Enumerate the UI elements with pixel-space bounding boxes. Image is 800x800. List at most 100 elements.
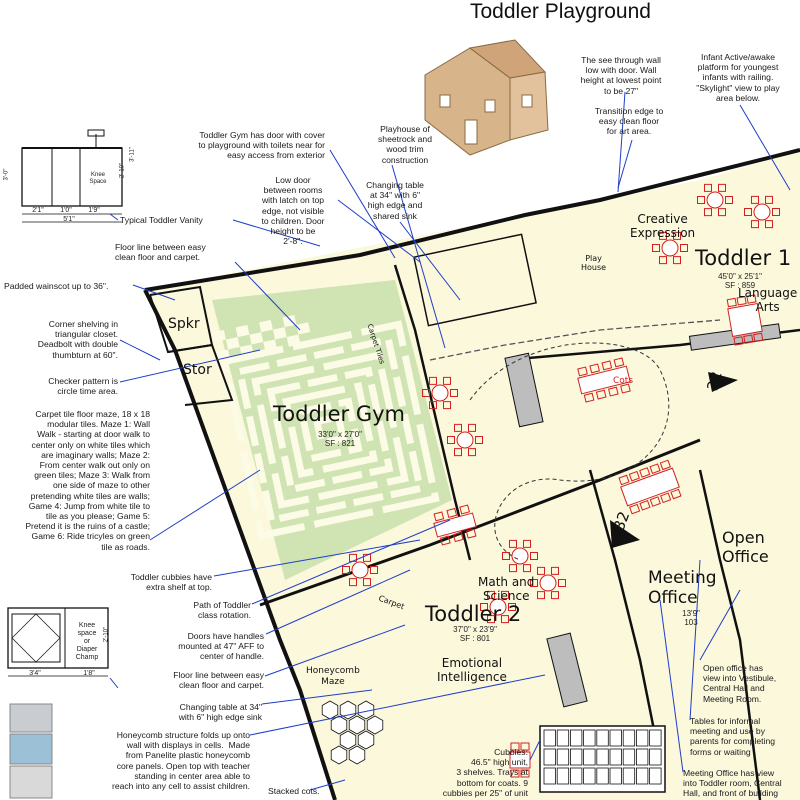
chair [468,423,476,432]
chair [429,401,437,410]
room-toddler-2: Toddler 2 [425,602,522,626]
note-tables: Tables for informal meeting and use by p… [690,716,776,757]
checker-tile [259,319,273,333]
cubby-unit [539,725,666,793]
maze-ring [220,320,440,540]
page-title: Toddler Playground [470,0,651,23]
chair [733,336,744,346]
honeycomb-cell [339,730,357,750]
playhouse-sketch [424,39,549,156]
chair [589,363,601,374]
chair [744,208,752,216]
chair [751,220,759,229]
chair [551,566,559,575]
chair [613,357,625,368]
note-gym-door: Toddler Gym has door with cover to playg… [198,130,325,161]
honeycomb-cell [357,700,375,720]
chair [639,500,651,511]
note-see-through-wall: The see through wall low with door. Wall… [580,55,662,96]
vanity-total: 5'1" [63,216,75,223]
checker-tile [296,322,311,335]
changing-x4 [11,637,37,663]
note-changing-2: Changing table at 34" with 6" high edge … [178,702,262,723]
chair [673,231,681,240]
table-set [433,504,477,546]
chair [510,769,520,778]
note-cubbies: Cubbies: 46.5" high unit, 3 shelves. Tra… [442,747,528,798]
meeting-dims: 13'9" [682,609,700,618]
leader-line [109,213,119,221]
chair [452,532,464,543]
round-table [539,574,557,592]
chair [751,195,759,204]
chair [459,504,471,515]
vanity-dim-3: 1'9" [88,207,100,214]
chair [639,467,651,478]
toilet-block [413,233,537,327]
vanity-sink-top [87,129,105,137]
label-math-science: Math and Science [478,575,535,603]
chair [629,503,641,515]
leader-line [337,199,421,263]
note-typical-vanity: Typical Toddler Vanity [120,215,203,225]
chair [443,376,451,385]
chair [660,492,672,504]
cubby-cell [649,748,662,766]
chair [509,564,517,573]
chair [439,535,451,546]
honeycomb-cell [348,715,366,735]
t2-sf: SF : 801 [459,634,491,643]
table [620,467,680,507]
changing-dim-1: 3'4" [29,670,41,677]
cubby-cell [596,767,609,785]
leader-line [309,779,346,791]
cubby-cell [622,748,636,766]
chair [673,256,681,265]
chair [697,196,705,204]
leader-line [232,219,321,247]
chair [753,332,764,343]
callout-leader-lines [109,91,791,791]
chair [487,615,495,624]
chair [746,294,757,304]
chair [537,566,545,575]
table [727,303,763,337]
note-cubbies-shelf: Toddler cubbies have extra shelf at top. [130,572,212,593]
corridor-wall [429,319,721,361]
label-creative-expression: Creative Expression [630,212,696,240]
chair [680,244,688,252]
interior-wall-gym-south [259,438,701,607]
maze-ring [251,351,409,509]
chair [530,552,538,560]
chair [659,459,671,471]
leader-line [109,677,119,689]
table-set [726,294,764,346]
cubby-cell [570,748,583,766]
honeycomb-cell [357,730,375,750]
cubby-cell [609,767,622,785]
checker-tile [282,314,297,328]
cubby-cell [596,748,609,766]
leader-line [699,589,741,661]
checker-tile [216,349,231,362]
changing-side-dim: 2'-10" [103,626,110,643]
chair [765,220,773,229]
cubby-cell [636,748,649,766]
leader-line [529,739,541,761]
round-table [351,561,369,579]
checker-tile [249,332,264,345]
round-table [431,384,449,402]
chair [465,528,477,539]
changing-dim-2: 1'8" [83,670,95,677]
counter-gym [504,352,544,428]
chair [772,208,780,216]
changing-table-plan [7,607,109,669]
table [577,365,631,395]
note-floor-line-1: Floor line between easy clean floor and … [115,242,206,263]
chair [718,208,726,217]
cubby-cell [609,729,622,747]
chair [537,591,545,600]
room-toddler-1: Toddler 1 [695,246,792,270]
vanity-height-2: 2'-10" [119,162,126,179]
chair [620,383,631,394]
